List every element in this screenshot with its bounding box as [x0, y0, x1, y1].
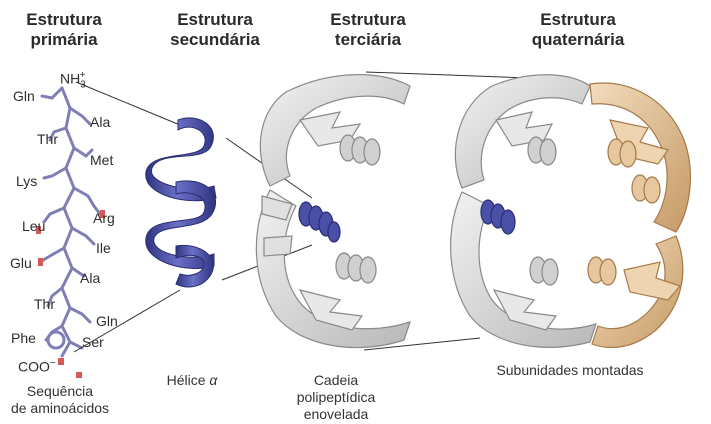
label-ala-1: Ala — [90, 114, 110, 130]
tertiary-protein — [256, 75, 410, 348]
label-thr-2: Thr — [34, 296, 55, 312]
label-coo: COO− — [18, 356, 56, 375]
alpha-helix — [146, 118, 216, 287]
caption-chain: Cadeia polipeptídica enovelada — [286, 372, 386, 423]
nh3-text: NH — [60, 71, 80, 87]
label-lys: Lys — [16, 173, 37, 189]
label-ser: Ser — [82, 334, 104, 350]
coo-superscript: − — [50, 358, 56, 369]
label-gln-2: Gln — [96, 313, 118, 329]
label-ala-2: Ala — [80, 270, 100, 286]
caption-chain-line2: polipeptídica — [286, 389, 386, 406]
label-arg: Arg — [93, 210, 115, 226]
caption-subunits: Subunidades montadas — [478, 362, 662, 379]
caption-sequence-line1: Sequência — [2, 383, 118, 400]
caption-subunits-text: Subunidades montadas — [478, 362, 662, 379]
label-thr-1: Thr — [37, 131, 58, 147]
caption-chain-line1: Cadeia — [286, 372, 386, 389]
label-glu: Glu — [10, 255, 32, 271]
caption-helix: Hélice α — [152, 372, 232, 389]
label-leu: Leu — [22, 218, 45, 234]
quaternary-protein-tan — [588, 83, 690, 347]
label-phe: Phe — [11, 330, 36, 346]
nh3-superscript: + — [80, 70, 86, 81]
label-nh3: NH3+ — [60, 68, 92, 93]
caption-helix-symbol: α — [209, 372, 217, 388]
nh3-subscript: 3 — [80, 79, 86, 90]
caption-sequence: Sequência de aminoácidos — [2, 383, 118, 417]
label-gln-1: Gln — [13, 88, 35, 104]
caption-sequence-line2: de aminoácidos — [2, 400, 118, 417]
caption-helix-label: Hélice — [167, 372, 206, 388]
caption-chain-line3: enovelada — [286, 406, 386, 423]
label-met: Met — [90, 152, 113, 168]
coo-text: COO — [18, 359, 50, 375]
quaternary-protein-gray — [451, 75, 596, 348]
label-ile: Ile — [96, 240, 111, 256]
